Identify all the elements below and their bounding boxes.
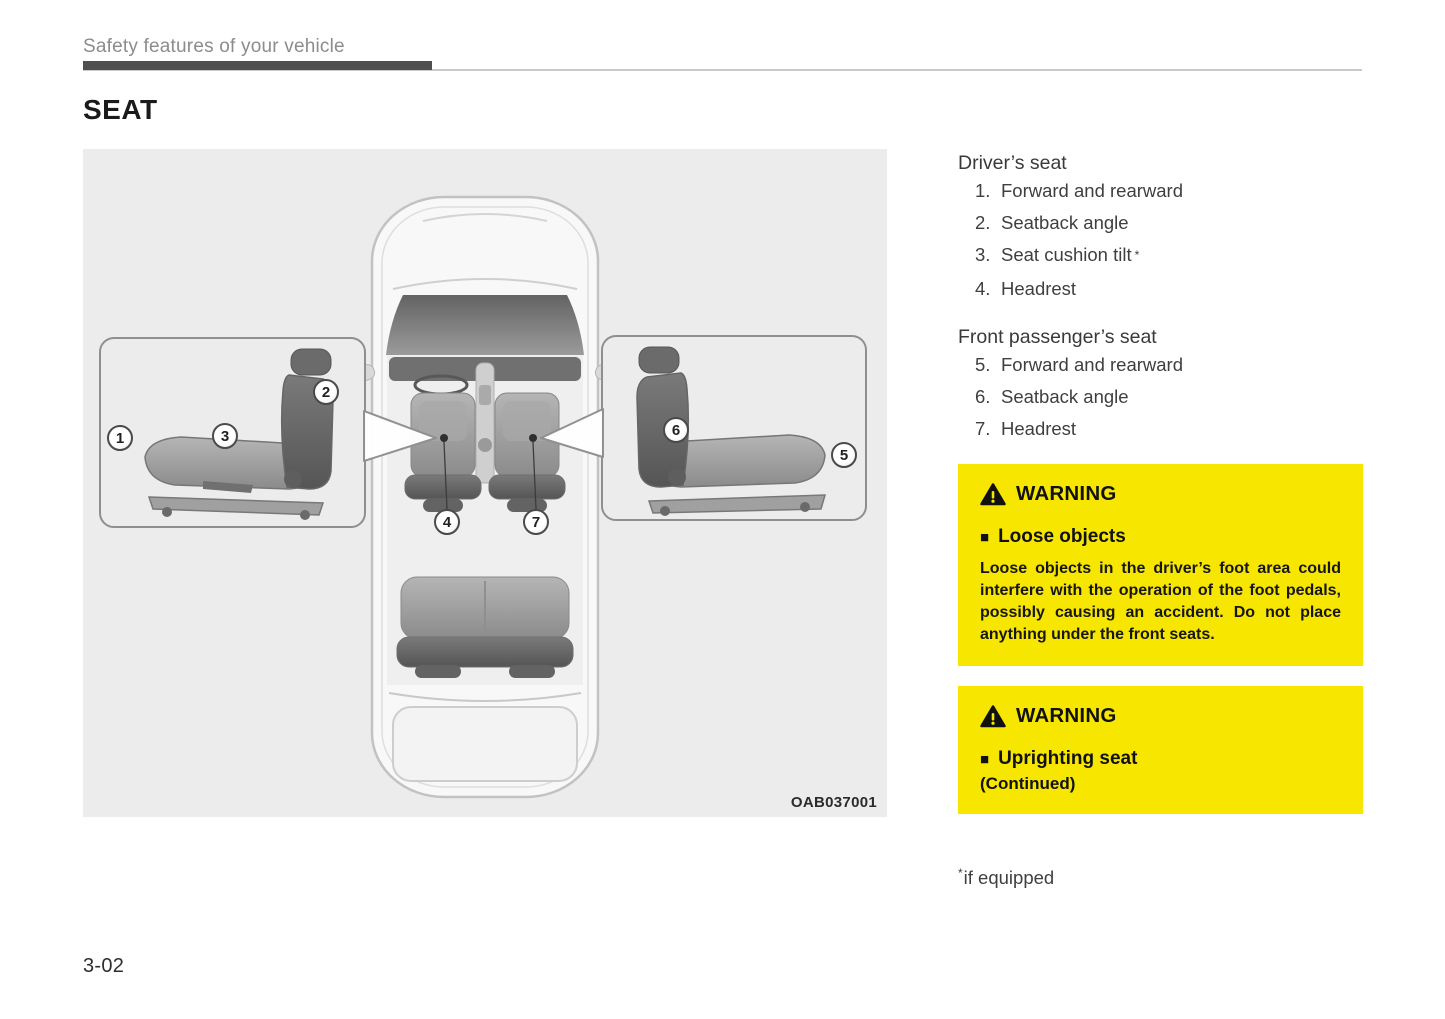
item-number: 4. [975, 278, 991, 299]
seat-diagram: 1 2 3 4 5 6 7 OAB037001 [83, 149, 887, 817]
page-number: 3-02 [83, 955, 125, 977]
item-text: Seatback angle [1001, 386, 1129, 407]
warning-triangle-icon [980, 483, 1006, 506]
figure-code: OAB037001 [790, 794, 877, 811]
list-item: 3. Seat cushion tilt* [975, 244, 1363, 268]
item-text: Seatback angle [1001, 212, 1129, 233]
passenger-seat-heading: Front passenger’s seat [958, 326, 1157, 348]
warning-triangle-icon [980, 705, 1006, 728]
callout-1: 1 [107, 425, 133, 451]
header-rule-light [83, 69, 1362, 71]
rear-seat-top [388, 576, 582, 782]
callout-6: 6 [663, 417, 689, 443]
warning-topic: Loose objects [998, 526, 1126, 547]
list-item: 6. Seatback angle [975, 386, 1363, 408]
header-title: Safety features of your vehicle [83, 36, 345, 57]
item-text: Headrest [1001, 418, 1077, 439]
item-number: 3. [975, 244, 991, 265]
warning-box-uprighting-seat: WARNING ■ Uprighting seat (Continued) [958, 686, 1363, 814]
page-title: SEAT [83, 94, 158, 125]
callout-5: 5 [831, 442, 857, 468]
item-text: Seat cushion tilt [1001, 244, 1132, 265]
passenger-seat-side-view [636, 346, 827, 516]
list-item: 7. Headrest [975, 418, 1363, 440]
list-item: 5. Forward and rearward [975, 354, 1363, 376]
item-text: Forward and rearward [1001, 354, 1183, 375]
callout-leaders [440, 434, 537, 510]
warning-topic-row: ■ Loose objects [980, 526, 1341, 548]
list-item: 2. Seatback angle [975, 212, 1363, 234]
item-number: 2. [975, 212, 991, 233]
item-number: 6. [975, 386, 991, 407]
car-top-view-illustration [99, 195, 867, 799]
item-number: 5. [975, 354, 991, 375]
header-rule-dark [83, 61, 432, 70]
callout-4: 4 [434, 509, 460, 535]
warning-topic-row: ■ Uprighting seat [980, 748, 1341, 770]
list-item: 1. Forward and rearward [975, 180, 1363, 202]
warning-body: Loose objects in the driver’s foot area … [980, 560, 1341, 643]
footnote-marker: * [958, 866, 963, 880]
warning-title: WARNING [1016, 482, 1117, 505]
footnote-marker: * [1134, 248, 1140, 262]
warning-continued-note: (Continued) [980, 774, 1076, 793]
item-text: Forward and rearward [1001, 180, 1183, 201]
list-item: 4. Headrest [975, 278, 1363, 300]
warning-box-loose-objects: WARNING ■ Loose objects Loose objects in… [958, 464, 1363, 666]
passenger-seat-section: Front passenger’s seat 5. Forward and rea… [958, 324, 1363, 440]
callout-2: 2 [313, 379, 339, 405]
callout-3: 3 [212, 423, 238, 449]
item-number: 1. [975, 180, 991, 201]
footnote: *if equipped [958, 866, 1363, 889]
callout-7: 7 [523, 509, 549, 535]
driver-seat-heading: Driver’s seat [958, 152, 1067, 174]
driver-inset-arrow [363, 410, 437, 462]
bullet-square-icon: ■ [980, 528, 990, 546]
warning-header: WARNING [980, 482, 1341, 506]
item-text: Headrest [1001, 278, 1077, 299]
passenger-inset-arrow [540, 408, 604, 458]
driver-seat-section: Driver’s seat 1. Forward and rearward 2. S… [958, 150, 1363, 300]
warning-header: WARNING [980, 704, 1341, 728]
warning-topic: Uprighting seat [998, 748, 1138, 769]
text-column: Driver’s seat 1. Forward and rearward 2. S… [958, 150, 1363, 889]
passenger-seat-list: 5.Forward and rearward 6.Seatback angle … [958, 354, 1363, 440]
warning-title: WARNING [1016, 704, 1117, 727]
driver-seat-list: 1.Forward and rearward 2.Seatback angle … [958, 180, 1363, 300]
item-number: 7. [975, 418, 991, 439]
footnote-text: if equipped [963, 867, 1055, 889]
bullet-square-icon: ■ [980, 750, 990, 768]
